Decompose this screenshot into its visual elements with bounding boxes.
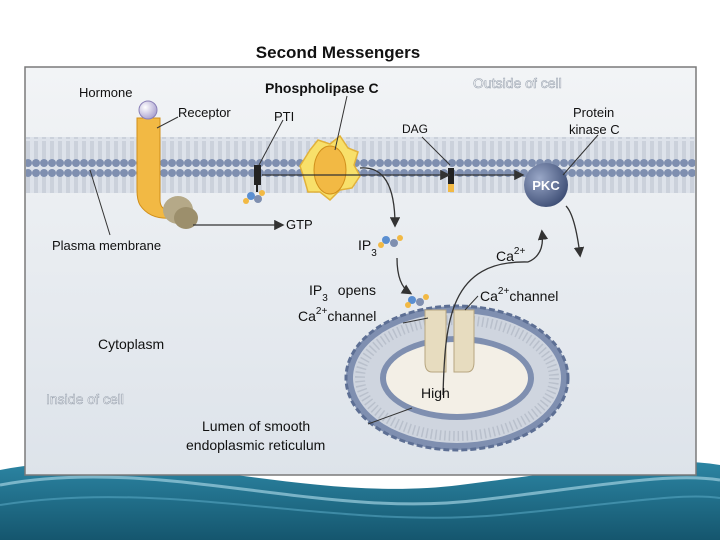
wave-highlight [0, 475, 720, 506]
phospholipase-c-icon [299, 134, 361, 202]
inside-of-cell-label: Inside of cell [46, 391, 124, 407]
dag-molecule [448, 168, 454, 192]
high-label: High [421, 385, 450, 401]
g-protein-icon [163, 196, 198, 229]
hormone-label: Hormone [79, 85, 132, 100]
pkc-label: PKC [532, 178, 560, 193]
endoplasmic-reticulum [344, 304, 570, 452]
phospholipase-c-label: Phospholipase C [265, 80, 379, 96]
dag-label: DAG [402, 122, 428, 136]
pathway-arrows [193, 167, 585, 396]
gtp-label: GTP [286, 217, 313, 232]
hormone-icon [138, 100, 158, 120]
plasma-membrane [26, 137, 695, 193]
cytoplasm-label: Cytoplasm [98, 336, 164, 352]
label-leader-lines [89, 95, 599, 425]
diagram-title: Second Messengers [256, 43, 420, 62]
pkc-icon [524, 163, 568, 207]
outside-of-cell-label: Outside of cell [473, 75, 562, 91]
plasma-membrane-label: Plasma membrane [52, 238, 161, 253]
ca-channel-label-left: Ca2+channel [298, 306, 376, 324]
ip3-label: IP3 [358, 237, 377, 259]
protein-kinase-label-line2: kinase C [569, 122, 620, 137]
protein-kinase-label-line1: Protein [573, 105, 614, 120]
pti-molecule [254, 165, 261, 192]
ip3-molecule-icon [378, 235, 403, 248]
er-lumen [386, 342, 528, 414]
lumen-label-line2: endoplasmic reticulum [186, 437, 325, 453]
receptor-label: Receptor [178, 105, 231, 120]
receptor-icon [136, 117, 173, 219]
ip3-opens-label: IP3opens [309, 282, 376, 304]
ca2-label: Ca2+ [496, 246, 525, 264]
ca-channel-label-right: Ca2+channel [480, 286, 558, 304]
ip3-molecule-icon [243, 190, 265, 204]
lumen-label-line1: Lumen of smooth [202, 418, 310, 434]
calcium-channel-icon [424, 309, 475, 373]
pti-label: PTI [274, 109, 294, 124]
ip3-molecule-icon [405, 294, 429, 308]
